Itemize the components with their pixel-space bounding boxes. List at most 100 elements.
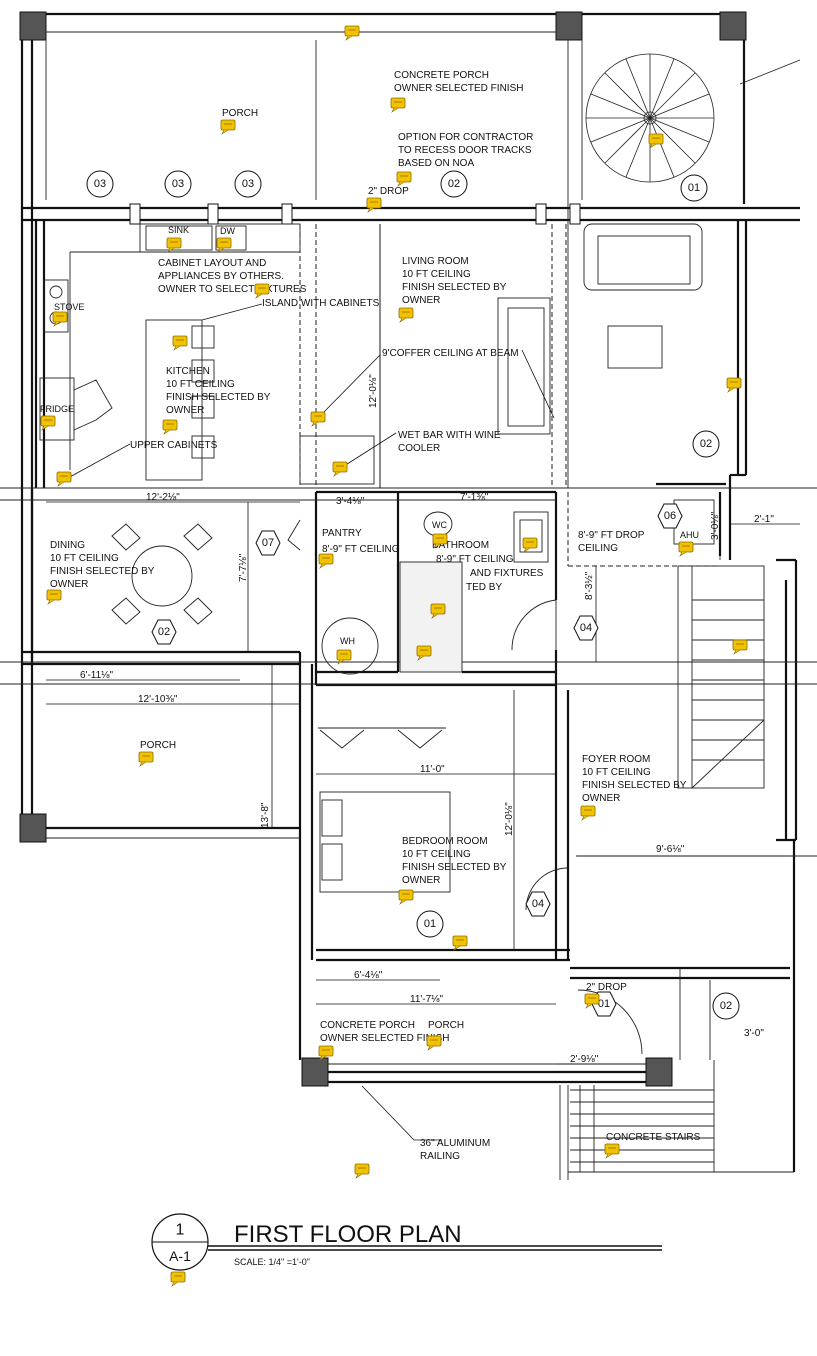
comment-marker-icon[interactable] (138, 751, 154, 763)
comment-marker-icon[interactable] (732, 639, 748, 651)
label-drop-bottom: 2" DROP (586, 982, 627, 993)
comment-marker-icon[interactable] (170, 1271, 186, 1283)
comment-marker-icon[interactable] (426, 1035, 442, 1047)
label-fridge: FRIDGE (40, 404, 74, 414)
comment-marker-icon[interactable] (726, 377, 742, 389)
comment-marker-icon[interactable] (332, 461, 348, 473)
label-wetbar-2: COOLER (398, 443, 440, 454)
label-living-2: 10 FT CEILING (402, 269, 471, 280)
label-porch-top: PORCH (222, 108, 258, 119)
comment-marker-icon[interactable] (46, 589, 62, 601)
label-concrete-porch-top-1: CONCRETE PORCH (394, 70, 489, 81)
label-concrete-porch-top-2: OWNER SELECTED FINISH (394, 83, 523, 94)
label-kitchen-4: OWNER (166, 405, 204, 416)
dim-12-0b: 12'-0⅛" (504, 802, 515, 836)
comment-marker-icon[interactable] (52, 311, 68, 323)
comment-marker-icon[interactable] (254, 283, 270, 295)
label-option-3: BASED ON NOA (398, 158, 474, 169)
comment-marker-icon[interactable] (216, 237, 232, 249)
label-option-2: TO RECESS DOOR TRACKS (398, 145, 532, 156)
label-pantry-1: PANTRY (322, 528, 362, 539)
dim-7-1: 7'-1⅜" (460, 492, 489, 503)
comment-marker-tail (605, 1153, 613, 1159)
dim-9-6: 9'-6⅛" (656, 844, 685, 855)
comment-marker-icon[interactable] (172, 335, 188, 347)
label-bath-1: BATHROOM (432, 540, 489, 551)
comment-marker-tail (171, 1281, 179, 1287)
comment-marker-icon[interactable] (678, 541, 694, 553)
label-bath-2: 8'-9" FT CEILING (436, 554, 514, 565)
label-dining-1: DINING (50, 540, 85, 551)
spiral-stair (585, 53, 801, 183)
comment-marker-tail (217, 247, 225, 253)
comment-marker-icon[interactable] (432, 533, 448, 545)
label-bedroom-3: FINISH SELECTED BY (402, 862, 507, 873)
comment-marker-tail (581, 815, 589, 821)
dashed-beams (299, 224, 720, 567)
label-living-4: OWNER (402, 295, 440, 306)
label-kitchen-3: FINISH SELECTED BY (166, 392, 271, 403)
comment-marker-tail (431, 613, 439, 619)
comment-marker-icon[interactable] (398, 307, 414, 319)
comment-marker-tail (585, 1003, 593, 1009)
title-block: 1 A-1 FIRST FLOOR PLAN SCALE: 1/4" =1'-0… (151, 1213, 662, 1271)
comment-marker-icon[interactable] (162, 419, 178, 431)
comment-marker-icon[interactable] (396, 171, 412, 183)
comment-marker-icon[interactable] (40, 415, 56, 427)
comment-marker-icon[interactable] (398, 889, 414, 901)
comment-marker-tail (139, 761, 147, 767)
comment-marker-tail (399, 317, 407, 323)
label-foyer-1: FOYER ROOM (582, 754, 650, 765)
comment-marker-tail (47, 599, 55, 605)
comment-marker-tail (391, 107, 399, 113)
comment-marker-icon[interactable] (310, 411, 326, 423)
comment-marker-icon[interactable] (390, 97, 406, 109)
label-dining-3: FINISH SELECTED BY (50, 566, 155, 577)
door-tag-text: 03 03 03 02 01 02 02 07 06 04 01 04 01 0… (94, 178, 732, 1012)
comment-marker-tail (255, 293, 263, 299)
label-living-1: LIVING ROOM (402, 256, 469, 267)
comment-marker-icon[interactable] (604, 1143, 620, 1155)
comment-marker-icon[interactable] (336, 649, 352, 661)
leader-lines (67, 303, 555, 1141)
tag-door-01-bottom: 01 (598, 998, 610, 1010)
comment-markers (40, 25, 748, 1287)
comment-marker-icon[interactable] (166, 237, 182, 249)
label-wc: WC (432, 520, 447, 530)
comment-marker-icon[interactable] (580, 805, 596, 817)
comment-marker-tail (319, 1055, 327, 1061)
comment-marker-icon[interactable] (584, 993, 600, 1005)
comment-marker-tail (679, 551, 687, 557)
comment-marker-tail (173, 345, 181, 351)
comment-marker-icon[interactable] (354, 1163, 370, 1175)
comment-marker-icon[interactable] (344, 25, 360, 37)
label-upper-cabinets: UPPER CABINETS (130, 440, 218, 451)
comment-marker-icon[interactable] (522, 537, 538, 549)
furniture (39, 223, 715, 893)
label-coffer: 9'COFFER CEILING AT BEAM (382, 348, 519, 359)
dimension-labels: 12'-2⅛" 12'-0⅛" 3'-4⅛" 7'-1⅜" 2'-1" 3'-0… (80, 374, 774, 1065)
main-stairs (677, 565, 765, 789)
dim-11-0: 11'-0" (420, 764, 445, 775)
comment-marker-tail (417, 655, 425, 661)
comment-marker-icon[interactable] (318, 553, 334, 565)
comment-marker-tail (433, 543, 441, 549)
comment-marker-tail (311, 421, 319, 427)
room-labels: PORCH CONCRETE PORCH OWNER SELECTED FINI… (40, 70, 701, 1162)
comment-marker-icon[interactable] (648, 133, 664, 145)
comment-marker-icon[interactable] (416, 645, 432, 657)
dim-8-3: 8'-3½" (584, 571, 595, 600)
comment-marker-tail (57, 481, 65, 487)
comment-marker-icon[interactable] (318, 1045, 334, 1057)
comment-marker-icon[interactable] (452, 935, 468, 947)
comment-marker-icon[interactable] (430, 603, 446, 615)
comment-marker-icon[interactable] (366, 197, 382, 209)
label-stove: STOVE (54, 302, 84, 312)
comment-marker-icon[interactable] (56, 471, 72, 483)
label-dining-2: 10 FT CEILING (50, 553, 119, 564)
tag-door-02-bottom: 02 (720, 1000, 732, 1012)
plan-scale: SCALE: 1/4" =1'-0" (234, 1257, 310, 1267)
interior-walls (314, 482, 726, 960)
comment-marker-icon[interactable] (220, 119, 236, 131)
label-island: ISLAND WITH CABINETS (262, 298, 380, 309)
